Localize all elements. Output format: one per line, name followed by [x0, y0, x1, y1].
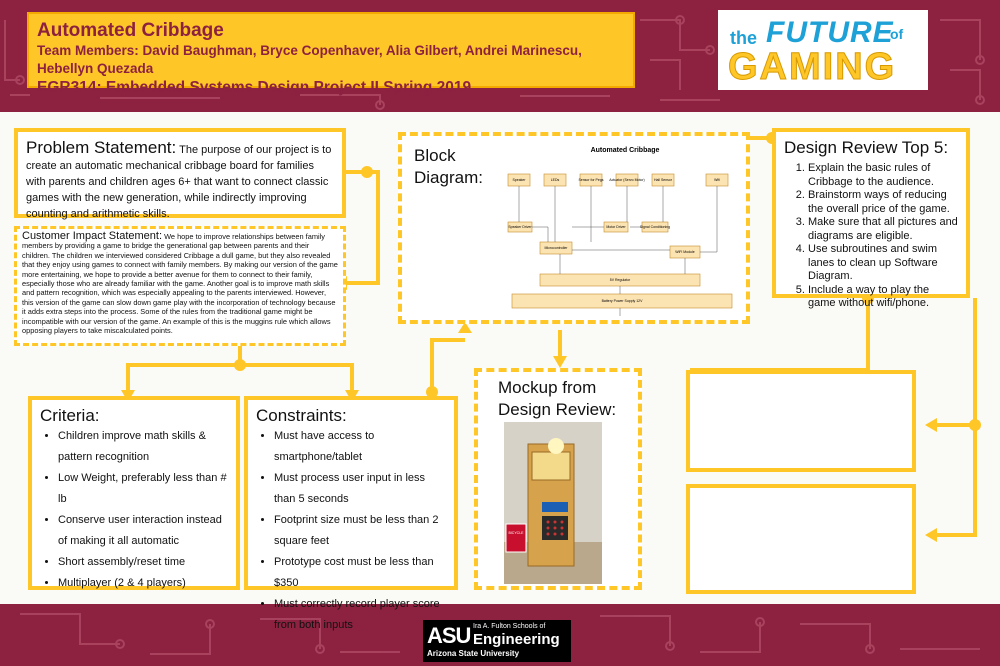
- diagram-node: Microcontroller: [539, 241, 573, 255]
- logo-of: of: [890, 26, 904, 42]
- list-item: Must correctly record player score from …: [274, 594, 446, 636]
- constraints-panel: Constraints: Must have access to smartph…: [244, 396, 458, 631]
- diagram-node: Wifi: [705, 173, 729, 187]
- list-item: Brainstorm ways of reducing the overall …: [808, 189, 958, 216]
- list-item: Use subroutines and swim lanes to clean …: [808, 243, 958, 284]
- svg-text:Wifi: Wifi: [714, 178, 720, 182]
- diagram-node: Hall Sensor: [651, 173, 675, 187]
- asu-engineering-logo: ASU Ira A. Fulton Schools of Engineering…: [423, 620, 571, 662]
- impact-text: We hope to improve relationships between…: [22, 232, 338, 336]
- diagram-node: Actuator (Servo Motor): [609, 173, 645, 187]
- list-item: Prototype cost must be less than $350: [274, 552, 446, 594]
- design-review-heading: Design Review Top 5:: [784, 138, 949, 157]
- diagram-title: Automated Cribbage: [591, 147, 660, 154]
- list-item: Conserve user interaction instead of mak…: [58, 510, 228, 552]
- problem-text: The purpose of our project is to create …: [26, 144, 332, 220]
- university-name: Arizona State University: [427, 649, 520, 658]
- svg-text:Sensor for Pegs: Sensor for Pegs: [578, 178, 603, 182]
- circuit-pattern: [20, 613, 980, 655]
- poster-title: Automated Cribbage: [37, 20, 224, 41]
- mockup-photo: BICYCLE: [504, 422, 602, 584]
- block-heading-1: Block: [414, 146, 456, 165]
- customer-impact-panel: Customer Impact Statement: We hope to im…: [14, 226, 346, 346]
- engineering-label: Engineering: [473, 631, 560, 648]
- block-diagram: Automated Cribbage Speaker LEDs Sensor f…: [507, 147, 733, 316]
- diagram-node: Speaker: [507, 173, 531, 187]
- problem-statement-panel: Problem Statement: The purpose of our pr…: [14, 128, 346, 220]
- list-item: Low Weight, preferably less than # lb: [58, 468, 228, 510]
- logo-future: FUTURE: [766, 16, 894, 49]
- mockup-panel: Mockup from Design Review: BICYCLE: [474, 368, 642, 590]
- logo-gaming: GAMING: [727, 46, 897, 89]
- svg-text:Battery Power Supply 12V: Battery Power Supply 12V: [602, 299, 644, 303]
- svg-text:5V Regulator: 5V Regulator: [610, 278, 631, 282]
- constraints-list: Must have access to smartphone/tablet Mu…: [256, 426, 446, 636]
- svg-text:Motor Driver: Motor Driver: [606, 225, 626, 229]
- circuit-pattern: [4, 15, 985, 110]
- school-name: Ira A. Fulton Schools of: [473, 623, 546, 630]
- asu-mark: ASU: [427, 623, 471, 648]
- block-diagram-panel: Block Diagram: Automated Cribbage Speake…: [398, 132, 750, 324]
- svg-text:WiFi Module: WiFi Module: [675, 250, 695, 254]
- course-title: EGR314: Embedded Systems Design Project …: [37, 79, 472, 96]
- problem-heading: Problem Statement:: [26, 138, 177, 157]
- diagram-node: WiFi Module: [669, 245, 701, 259]
- impact-heading: Customer Impact Statement:: [22, 230, 162, 242]
- title-box: Automated Cribbage Team Members: David B…: [27, 12, 635, 96]
- mockup-heading-2: Design Review:: [498, 400, 617, 419]
- svg-text:Speaker: Speaker: [512, 178, 526, 182]
- team-members: Team Members: David Baughman, Bryce Cope…: [37, 43, 582, 76]
- list-item: Must have access to smartphone/tablet: [274, 426, 446, 468]
- svg-text:Actuator (Servo Motor): Actuator (Servo Motor): [609, 178, 644, 182]
- diagram-node: Battery Power Supply 12V: [511, 293, 733, 309]
- card-box-label: BICYCLE: [509, 531, 525, 535]
- svg-text:LEDs: LEDs: [551, 178, 560, 182]
- list-item: Explain the basic rules of Cribbage to t…: [808, 162, 958, 189]
- list-item: Make sure that all pictures and diagrams…: [808, 216, 958, 243]
- list-item: Multiplayer (2 & 4 players): [58, 573, 228, 594]
- future-of-gaming-logo: the FUTURE of GAMING: [718, 10, 928, 90]
- empty-box-upper: [686, 370, 916, 472]
- diagram-node: 5V Regulator: [539, 273, 701, 287]
- svg-text:Signal Conditioning: Signal Conditioning: [640, 225, 670, 229]
- criteria-panel: Criteria: Children improve math skills &…: [28, 396, 240, 590]
- diagram-node: LEDs: [543, 173, 567, 187]
- svg-text:Hall Sensor: Hall Sensor: [654, 178, 673, 182]
- diagram-node: Motor Driver: [603, 221, 629, 233]
- svg-text:Speaker Driver: Speaker Driver: [508, 225, 532, 229]
- diagram-node: Sensor for Pegs: [578, 173, 604, 187]
- svg-text:Microcontroller: Microcontroller: [545, 246, 569, 250]
- diagram-node: Speaker Driver: [507, 221, 533, 233]
- list-item: Footprint size must be less than 2 squar…: [274, 510, 446, 552]
- diagram-node: Signal Conditioning: [640, 221, 670, 233]
- criteria-heading: Criteria:: [40, 406, 100, 425]
- list-item: Include a way to play the game without w…: [808, 284, 958, 311]
- list-item: Children improve math skills & pattern r…: [58, 426, 228, 468]
- block-heading-2: Diagram:: [414, 168, 483, 187]
- logo-the: the: [730, 28, 757, 48]
- list-item: Short assembly/reset time: [58, 552, 228, 573]
- empty-box-lower: [686, 484, 916, 594]
- mockup-heading-1: Mockup from: [498, 378, 597, 397]
- list-item: Must process user input in less than 5 s…: [274, 468, 446, 510]
- criteria-list: Children improve math skills & pattern r…: [40, 426, 228, 594]
- design-review-list: Explain the basic rules of Cribbage to t…: [784, 162, 958, 311]
- constraints-heading: Constraints:: [256, 406, 347, 425]
- design-review-panel: Design Review Top 5: Explain the basic r…: [772, 128, 970, 309]
